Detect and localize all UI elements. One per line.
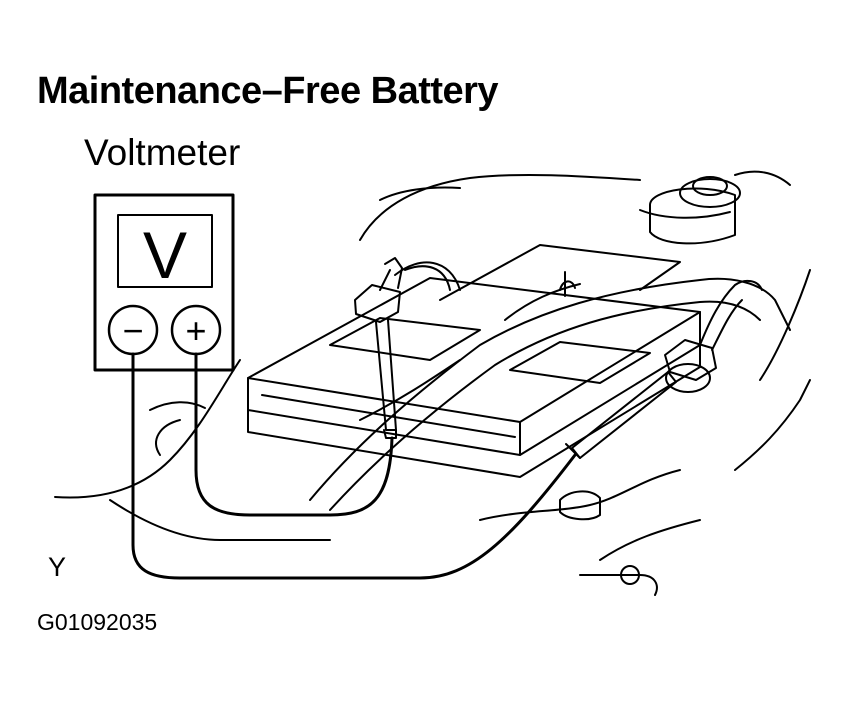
positive-test-lead: [194, 352, 394, 517]
voltmeter-label: Voltmeter: [84, 132, 241, 173]
positive-terminal-symbol: +: [185, 310, 206, 351]
negative-terminal-symbol: −: [122, 310, 143, 351]
positive-probe: [375, 319, 397, 439]
figure-code: G01092035: [37, 609, 158, 635]
positive-terminal-clamp: [354, 257, 461, 323]
diagram-title: Maintenance–Free Battery: [37, 70, 499, 112]
engine-bay-outline: [54, 170, 811, 596]
negative-terminal-clamp: [664, 279, 763, 393]
battery-case: [247, 244, 701, 478]
corner-mark: Y: [48, 552, 67, 582]
negative-probe: [565, 371, 677, 459]
negative-test-lead: [131, 352, 577, 580]
voltmeter-display-symbol: V: [143, 218, 187, 292]
hold-down-strap: [309, 277, 791, 511]
